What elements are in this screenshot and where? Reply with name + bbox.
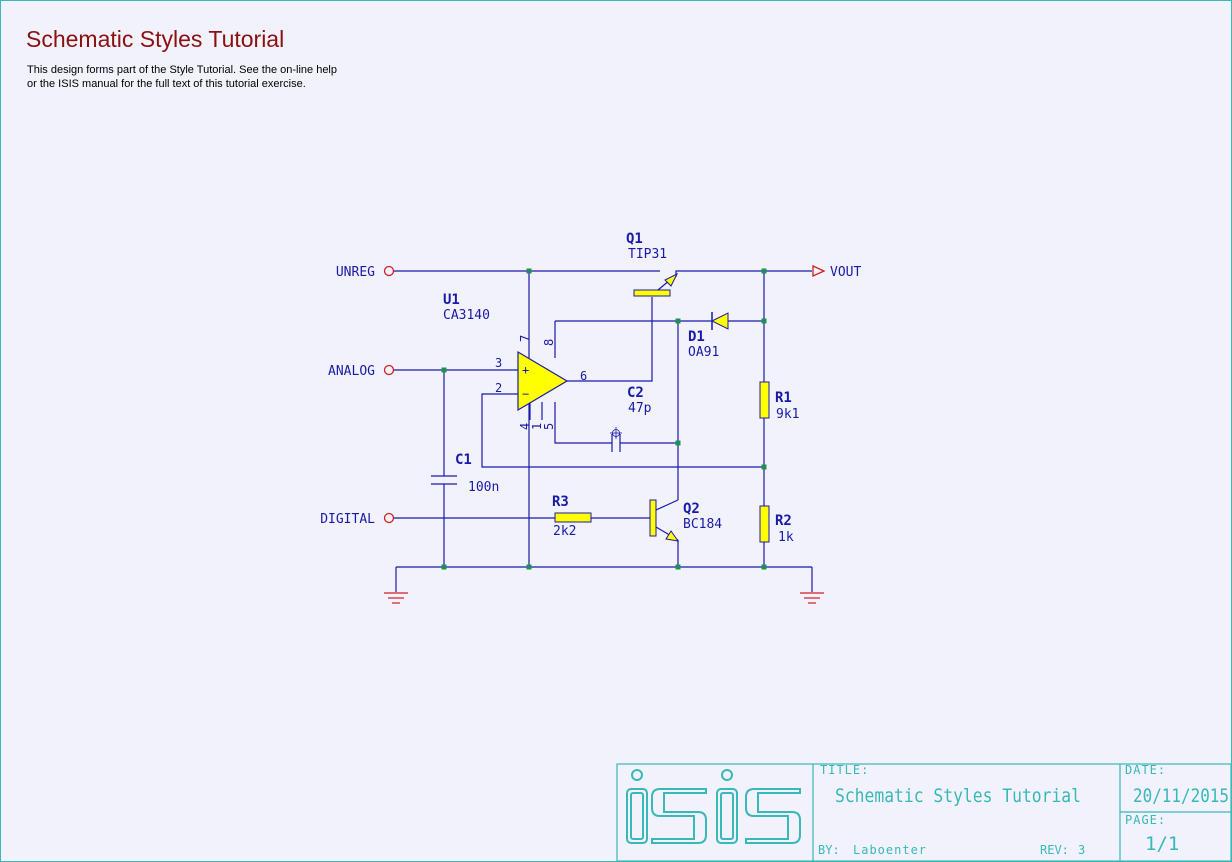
terminal-label-unreg: UNREG	[336, 265, 375, 280]
junction-dot	[675, 318, 681, 324]
pin-7: 7	[518, 335, 532, 342]
page-value: 1/1	[1145, 833, 1179, 855]
r1-ref: R1	[775, 390, 792, 406]
pin-3: 3	[495, 356, 502, 370]
q2-value: BC184	[683, 517, 722, 532]
terminal-vout[interactable]: VOUT	[812, 264, 861, 280]
u1-ref: U1	[443, 292, 460, 308]
capacitor-c2[interactable]: C2 47p	[610, 385, 652, 452]
page-description: This design forms part of the Style Tuto…	[27, 63, 337, 91]
by-value: Laboenter	[853, 843, 927, 857]
u1-value: CA3140	[443, 308, 490, 323]
r1-value: 9k1	[776, 407, 799, 422]
diode-d1[interactable]: D1 OA91	[688, 312, 729, 360]
opamp-plus-sign: +	[522, 363, 529, 377]
junction-dot	[675, 564, 681, 570]
terminal-unreg[interactable]: UNREG	[336, 265, 395, 280]
by-label: BY:	[818, 843, 840, 857]
ground-right	[800, 592, 824, 604]
c2-ref: C2	[627, 385, 644, 401]
opamp-minus-sign: −	[522, 387, 529, 401]
isis-logo	[626, 769, 801, 844]
terminal-label-vout: VOUT	[830, 265, 861, 280]
junction-dot	[761, 318, 767, 324]
junction-dot	[526, 564, 532, 570]
pin-6: 6	[580, 369, 587, 383]
date-value: 20/11/2015	[1133, 785, 1229, 807]
pin-5: 5	[542, 423, 556, 430]
ground-left	[384, 592, 408, 604]
title-block-text: TITLE: Schematic Styles Tutorial BY: Lab…	[818, 763, 1229, 857]
q2-ref: Q2	[683, 501, 700, 517]
page-title: Schematic Styles Tutorial	[26, 26, 285, 52]
terminal-analog[interactable]: ANALOG	[328, 364, 395, 379]
d1-ref: D1	[688, 329, 705, 345]
r3-ref: R3	[552, 494, 569, 510]
date-label: DATE:	[1125, 763, 1166, 777]
r2-ref: R2	[775, 513, 792, 529]
terminal-digital[interactable]: DIGITAL	[320, 512, 395, 527]
title-value: Schematic Styles Tutorial	[835, 785, 1081, 807]
rev-value: 3	[1078, 843, 1085, 857]
q1-ref: Q1	[626, 231, 643, 247]
resistor-r2[interactable]: R2 1k	[759, 505, 794, 545]
resistor-r1[interactable]: R1 9k1	[759, 381, 799, 422]
rev-label: REV:	[1040, 843, 1069, 857]
c1-value: 100n	[468, 480, 499, 495]
resistor-r3[interactable]: R3 2k2	[552, 494, 592, 539]
r3-value: 2k2	[553, 524, 576, 539]
title-label: TITLE:	[820, 763, 869, 777]
title-block	[616, 763, 1232, 862]
page-label: PAGE:	[1125, 813, 1166, 827]
junction-dot	[761, 564, 767, 570]
q1-value: TIP31	[628, 247, 667, 262]
d1-value: OA91	[688, 345, 719, 360]
description-line-2: or the ISIS manual for the full text of …	[27, 78, 306, 90]
description-line-1: This design forms part of the Style Tuto…	[27, 64, 337, 76]
junction-dot	[441, 367, 447, 373]
transistor-q1[interactable]: Q1 TIP31	[626, 231, 679, 297]
c2-value: 47p	[628, 401, 652, 416]
c1-ref: C1	[455, 452, 472, 468]
capacitor-c1[interactable]: C1 100n	[431, 452, 499, 495]
r2-value: 1k	[778, 530, 794, 545]
junction-dot	[526, 268, 532, 274]
pin-4: 4	[518, 423, 532, 430]
junctions	[441, 268, 767, 570]
junction-dot	[675, 440, 681, 446]
opamp-u1[interactable]: + − U1 CA3140 3 2 6 7 8 4 1 5	[443, 292, 587, 430]
terminal-label-digital: DIGITAL	[320, 512, 375, 527]
junction-dot	[761, 268, 767, 274]
transistor-q2[interactable]: Q2 BC184	[649, 499, 722, 542]
junction-dot	[441, 564, 447, 570]
pin-2: 2	[495, 381, 502, 395]
pin-8: 8	[542, 339, 556, 346]
junction-dot	[761, 464, 767, 470]
terminal-label-analog: ANALOG	[328, 364, 375, 379]
pin-1: 1	[530, 423, 544, 430]
